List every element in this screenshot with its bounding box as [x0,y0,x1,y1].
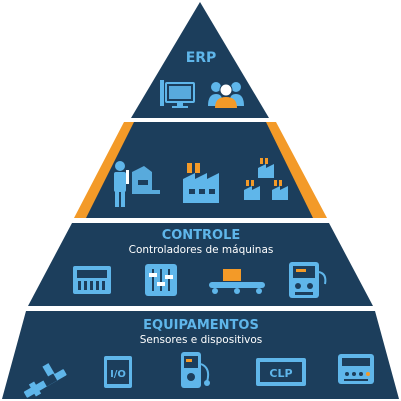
clp-icon: CLP [256,358,306,386]
machine-controller-icon [289,262,327,298]
conveyor-icon [209,269,265,294]
sliders-icon [145,264,177,296]
monitor-icon [160,80,195,108]
caliper-icon [23,363,67,398]
handheld-device-icon [181,352,210,388]
clp-label: CLP [269,367,292,380]
io-label: I/O [110,369,126,380]
control-panel-icon [73,266,111,294]
equipamentos-subtitle: Sensores e dispositivos [140,334,263,346]
io-module-icon: I/O [104,356,132,388]
tier-controle [28,223,373,306]
controle-subtitle: Controladores de máquinas [129,244,274,256]
equipamentos-title: EQUIPAMENTOS [143,318,259,333]
users-group-icon [208,82,244,108]
factory-icon [183,163,219,203]
multi-factory-icon [244,158,288,200]
controle-title: CONTROLE [162,228,241,243]
erp-title: ERP [186,50,217,66]
operator-robot-icon [114,161,160,207]
device-module-icon [338,354,374,384]
